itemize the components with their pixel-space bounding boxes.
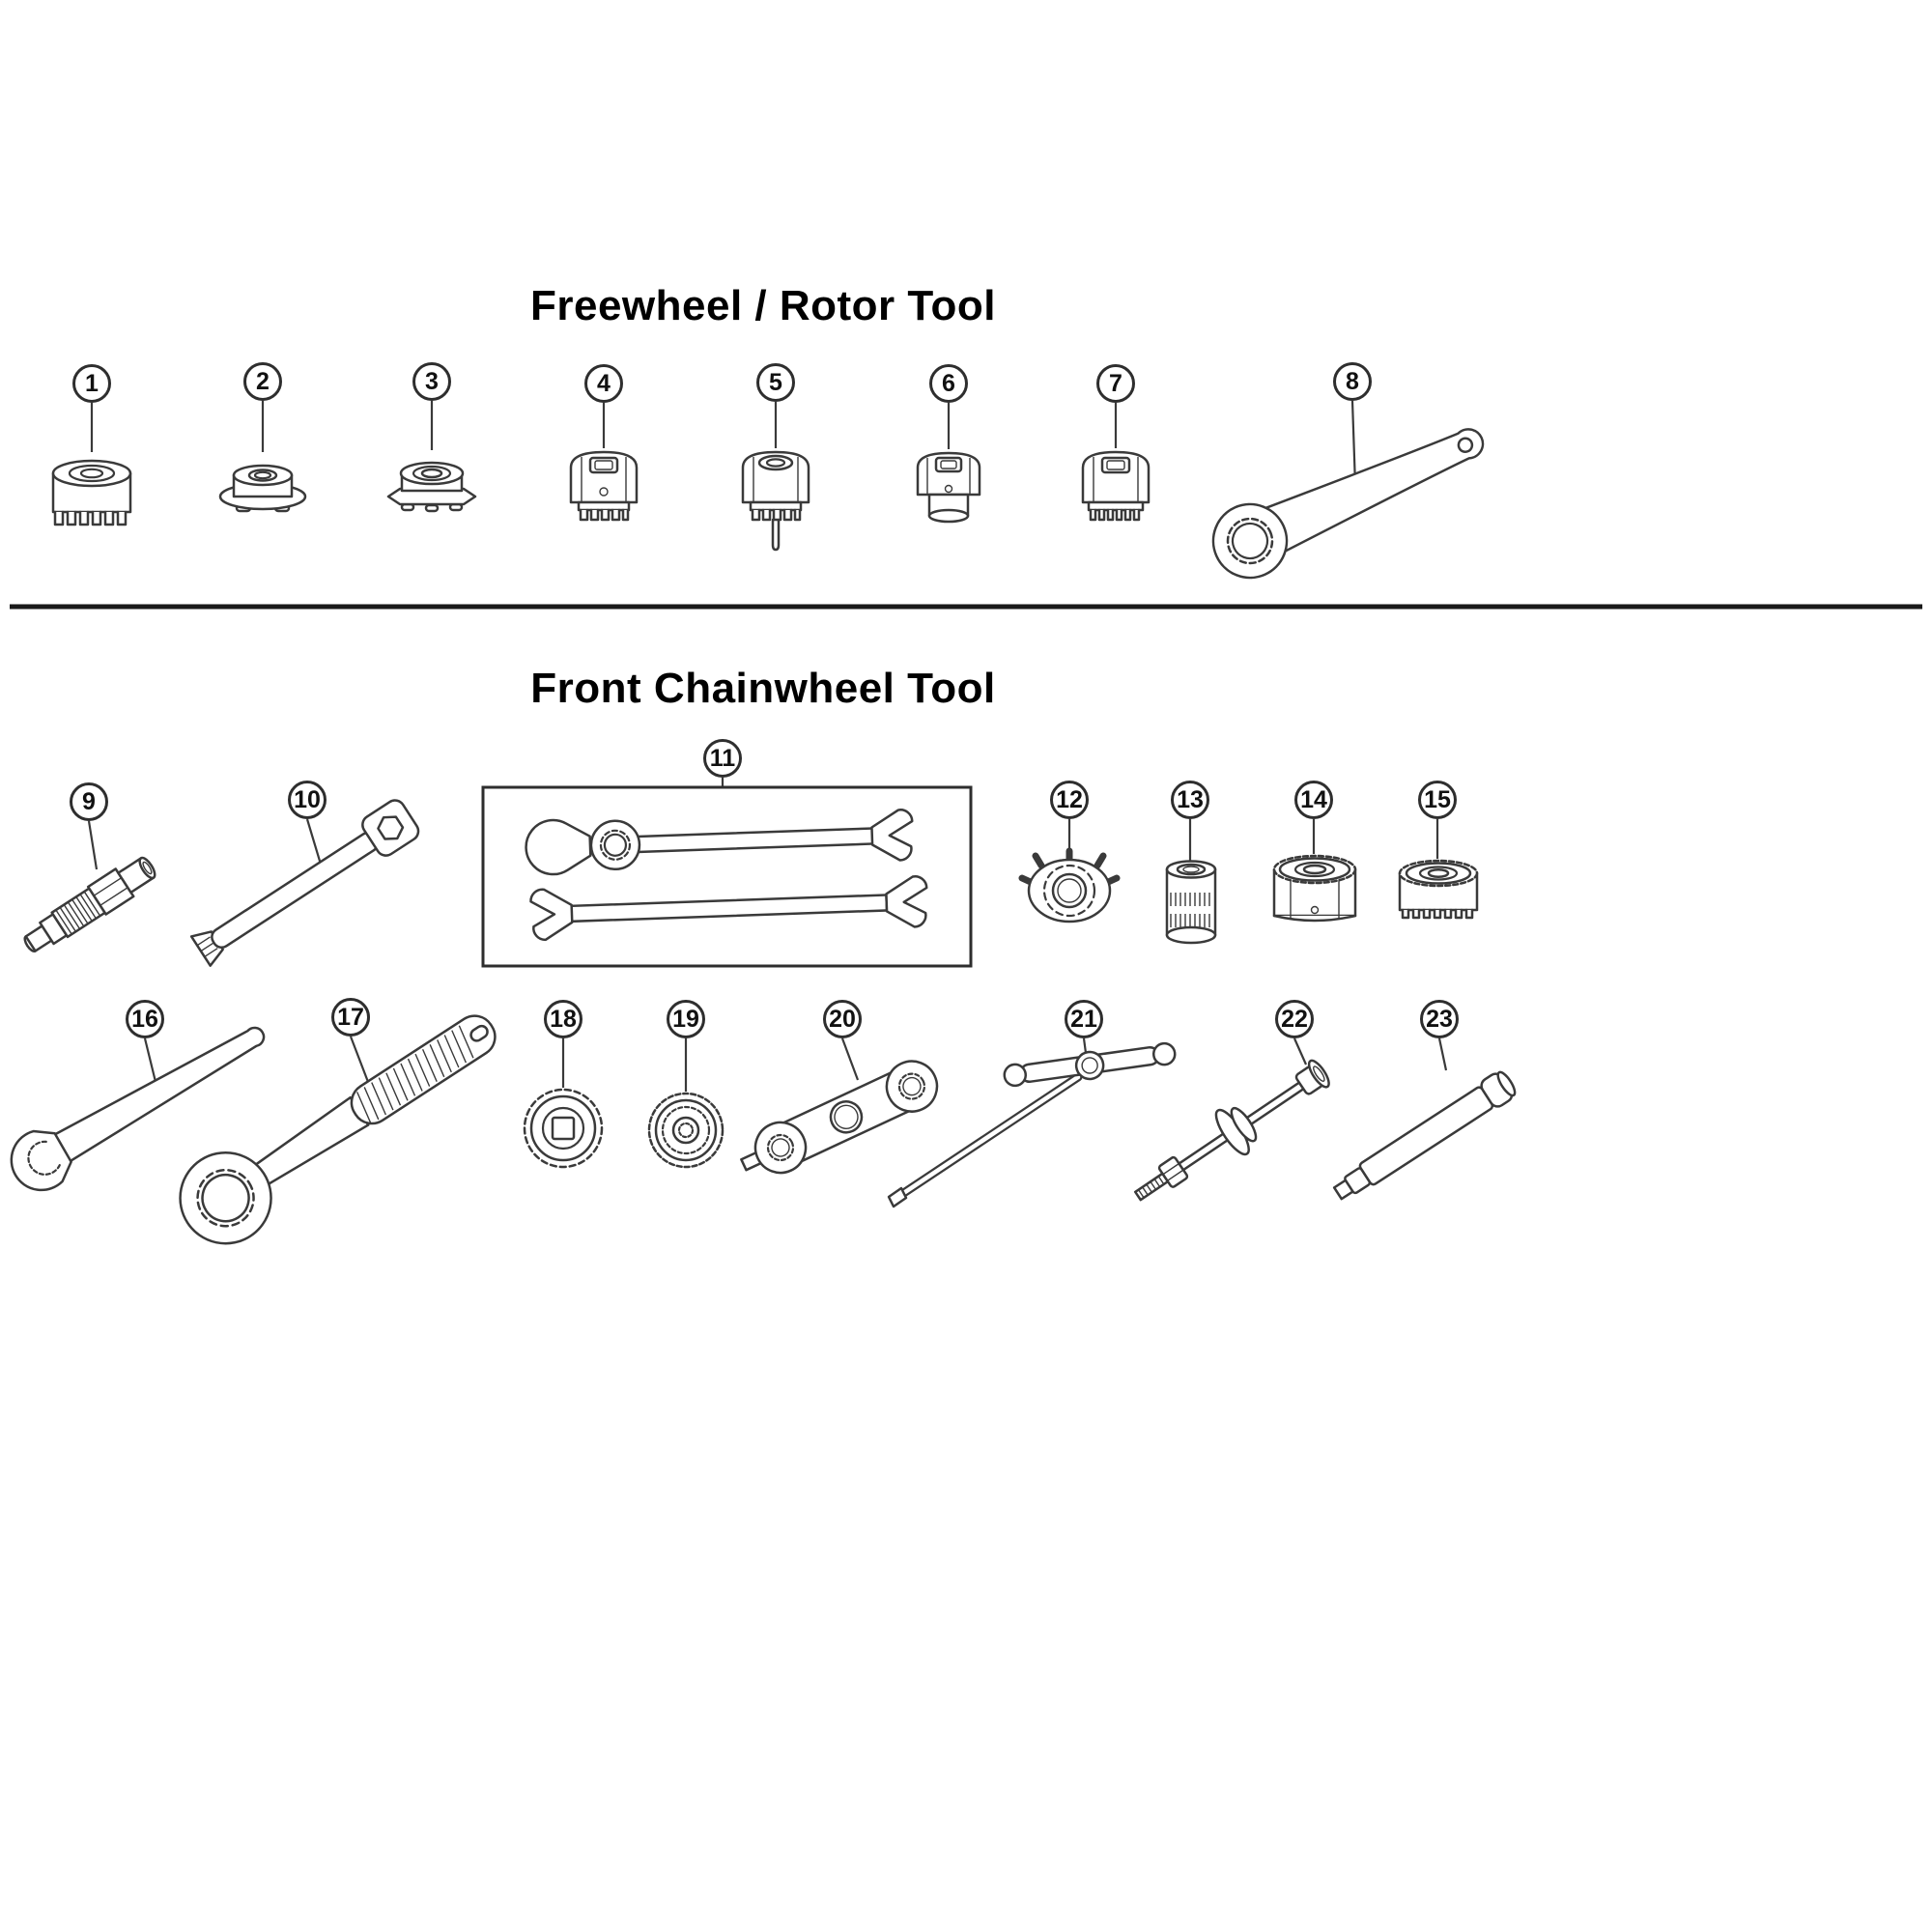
- tool-11-wrench-upper: [525, 809, 914, 876]
- callout-13: 13: [1171, 781, 1209, 819]
- tool-20-double-box-end-wrench: [740, 1060, 939, 1175]
- leader-line-22: [1293, 1037, 1308, 1065]
- leader-line-9: [87, 820, 99, 870]
- tool-3-hex-flanged-lockring-tool: [386, 461, 477, 513]
- tool-9-crank-extractor: [23, 856, 156, 953]
- leader-line-23: [1437, 1037, 1448, 1071]
- callout-21: 21: [1065, 1000, 1103, 1038]
- callout-11: 11: [703, 739, 742, 778]
- tool-14-bottom-bracket-cup-tool: [1272, 854, 1357, 923]
- callout-9: 9: [70, 782, 108, 821]
- callout-15: 15: [1418, 781, 1457, 819]
- tool-8-lockring-spanner-wrench: [1211, 428, 1485, 580]
- tool-21-hex-tip: [887, 1186, 908, 1208]
- tool-6-rotor-lockring-tool: [916, 451, 981, 524]
- tool-23-tool-handle: [1332, 1070, 1517, 1201]
- section-title-front-chainwheel-tool: Front Chainwheel Tool: [530, 665, 996, 712]
- tool-1-splined-freewheel-remover: [51, 459, 132, 526]
- leader-line-16: [143, 1037, 158, 1087]
- tool-13-socket-tool: [1165, 860, 1217, 945]
- tool-11-wrench-lower: [529, 875, 928, 942]
- callout-2: 2: [243, 362, 282, 401]
- callout-1: 1: [72, 364, 111, 403]
- callout-7: 7: [1096, 364, 1135, 403]
- callout-5: 5: [756, 363, 795, 402]
- callout-20: 20: [823, 1000, 862, 1038]
- callout-22: 22: [1275, 1000, 1314, 1038]
- tool-21-t-handle-hex-wrench: [887, 1041, 1177, 1208]
- leader-line-21: [1082, 1037, 1088, 1054]
- callout-23: 23: [1420, 1000, 1459, 1038]
- tool-10-fixing-bolt-wrench: [189, 799, 420, 967]
- tool-21-handle-bar: [1003, 1041, 1177, 1088]
- tool-4-cassette-lockring-tool: [569, 450, 639, 522]
- callout-3: 3: [412, 362, 451, 401]
- tool-22-crank-installation-tool: [1133, 1059, 1330, 1202]
- leader-line-20: [840, 1037, 860, 1081]
- tool-21-shaft-highlight: [894, 1074, 1081, 1201]
- tool-5-cassette-lockring-tool-with-guide-pin: [741, 450, 810, 552]
- callout-4: 4: [584, 364, 623, 403]
- tool-17-bottom-bracket-ring-wrench: [179, 1014, 497, 1245]
- callout-19: 19: [667, 1000, 705, 1038]
- callout-10: 10: [288, 781, 327, 819]
- leader-line-10: [305, 818, 324, 868]
- leader-lines: [87, 400, 1448, 1092]
- tool-12-splined-cup-tool: [1018, 847, 1121, 923]
- callout-8: 8: [1333, 362, 1372, 401]
- leader-line-8: [1350, 400, 1357, 487]
- callout-14: 14: [1294, 781, 1333, 819]
- tool-15-bottom-bracket-cup-tool-short: [1398, 859, 1479, 920]
- section-title-freewheel-rotor-tool: Freewheel / Rotor Tool: [529, 282, 996, 329]
- leader-line-17: [349, 1036, 370, 1083]
- tool-19-crank-arm-cap-tool: [647, 1092, 724, 1169]
- callout-12: 12: [1050, 781, 1089, 819]
- callout-6: 6: [929, 364, 968, 403]
- tool-18-chainring-nut-tool: [523, 1088, 604, 1169]
- tool-2-flanged-lockring-nut: [218, 464, 307, 513]
- tool-7-splined-lockring-tool: [1081, 450, 1151, 522]
- tool-16-hook-wrench: [10, 1026, 266, 1192]
- tool-11-hub-cone-wrench-set: [481, 785, 973, 968]
- callout-16: 16: [126, 1000, 164, 1038]
- callout-17: 17: [331, 998, 370, 1037]
- callout-18: 18: [544, 1000, 582, 1038]
